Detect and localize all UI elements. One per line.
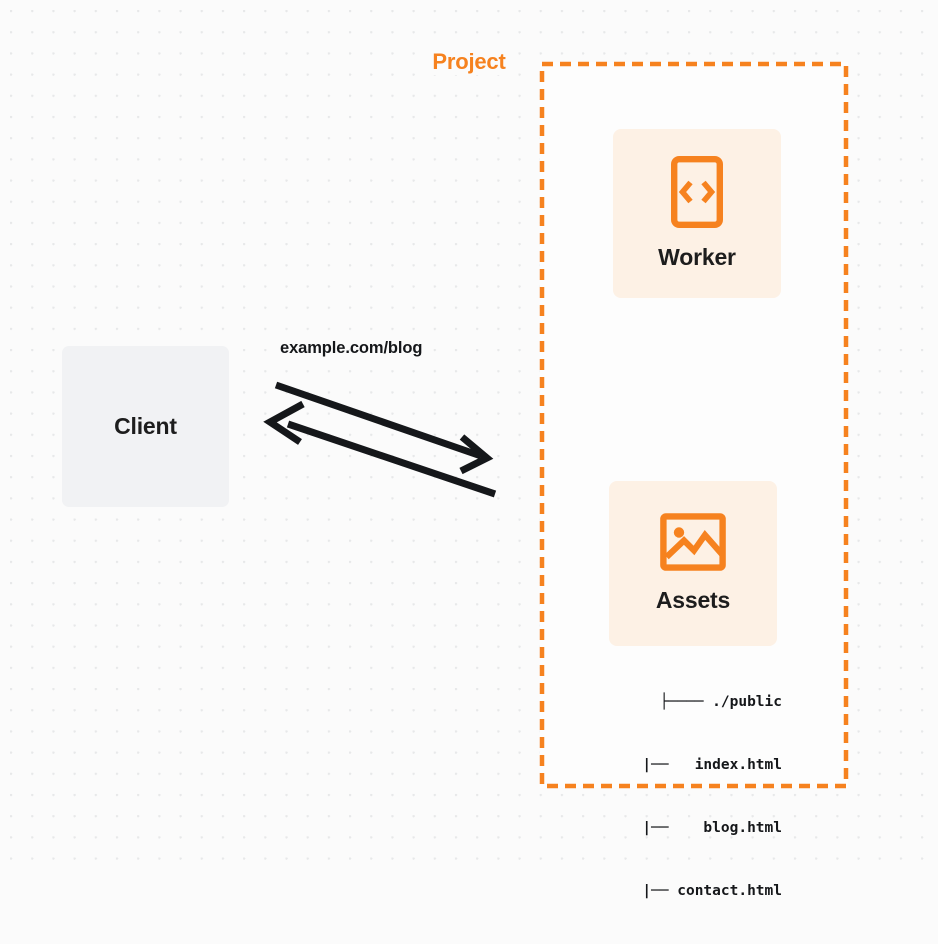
assets-file-tree: ├──── ./public |── index.html |── blog.h… bbox=[560, 650, 782, 944]
code-brackets-icon bbox=[671, 156, 723, 228]
arrow-project-to-client bbox=[263, 400, 497, 498]
assets-card-label: Assets bbox=[655, 587, 731, 613]
connector-url-label: example.com/blog bbox=[280, 339, 423, 357]
file-tree-line: |── index.html bbox=[616, 757, 782, 773]
assets-card[interactable]: Assets bbox=[609, 481, 777, 646]
project-title: Project bbox=[425, 49, 513, 75]
worker-card-label: Worker bbox=[658, 244, 736, 270]
arrow-client-to-project bbox=[274, 381, 494, 475]
client-node[interactable]: Client bbox=[62, 346, 229, 507]
image-picture-icon bbox=[660, 513, 726, 571]
file-tree-line: ├──── ./public bbox=[659, 694, 782, 710]
client-label: Client bbox=[114, 413, 177, 439]
file-tree-line: |── blog.html bbox=[616, 820, 782, 836]
project-dashed-border bbox=[539, 61, 849, 789]
file-tree-line: |── contact.html bbox=[616, 883, 782, 899]
diagram-canvas: Client example.com/blog Project Worker bbox=[0, 0, 938, 899]
worker-card[interactable]: Worker bbox=[613, 129, 781, 298]
